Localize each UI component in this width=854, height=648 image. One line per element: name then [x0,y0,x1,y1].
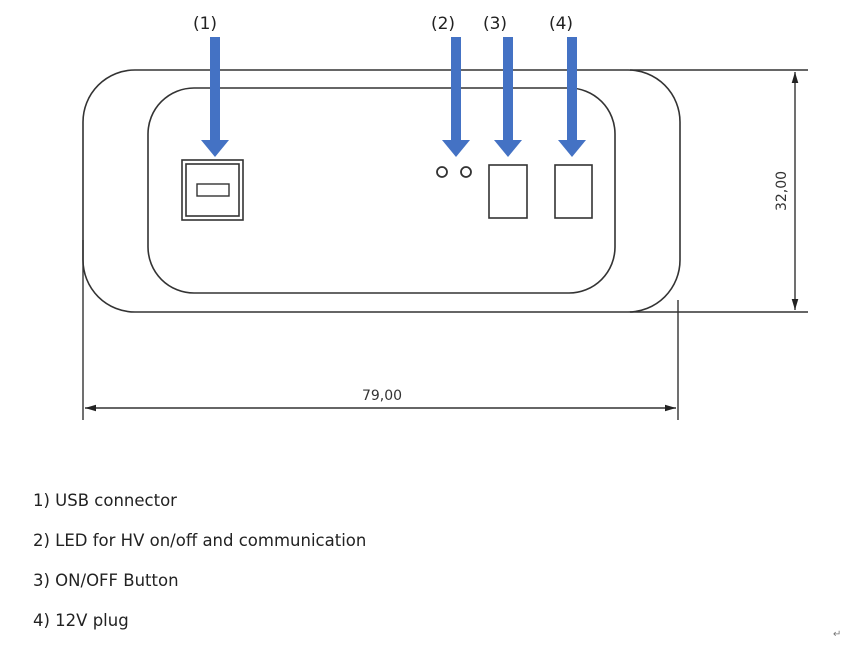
width-dimension-label: 79,00 [362,388,402,404]
height-dimension-label: 32,00 [774,171,790,211]
callout-label-3: (3) [483,14,507,34]
callout-label-1: (1) [193,14,217,34]
legend-item-on-off-button: 3) ON/OFF Button [33,571,179,590]
housing-outline [82,69,681,313]
legend-item-usb-connector: 1) USB connector [33,491,177,510]
callout-arrow-1 [201,37,229,157]
on-off-button [488,164,528,219]
paragraph-mark-icon: ↵ [833,629,842,640]
led-indicator [460,166,472,178]
legend-item-12v-plug: 4) 12V plug [33,611,129,630]
legend-item-led: 2) LED for HV on/off and communication [33,531,367,550]
usb-slot [196,183,230,197]
legend-list: 1) USB connector 2) LED for HV on/off an… [33,488,366,648]
callout-arrow-2 [442,37,470,157]
callout-label-4: (4) [549,14,573,34]
front-panel-outline [147,87,616,294]
power-plug-12v [554,164,593,219]
callout-arrow-3 [494,37,522,157]
callout-label-2: (2) [431,14,455,34]
led-indicator [436,166,448,178]
usb-connector [181,159,244,221]
callout-arrow-4 [558,37,586,157]
